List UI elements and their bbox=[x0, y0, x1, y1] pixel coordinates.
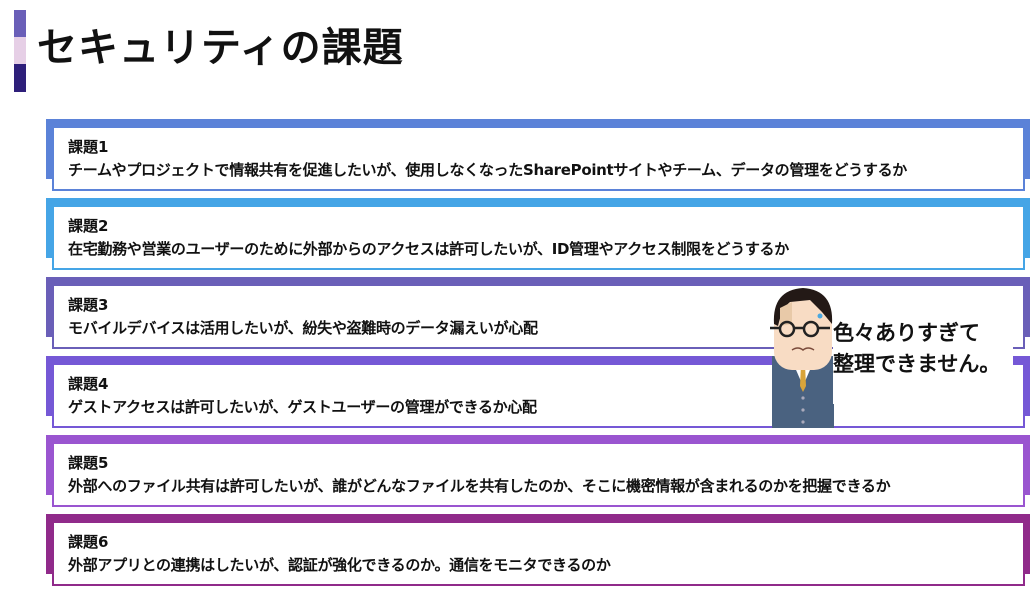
issue-label: 課題6 bbox=[68, 533, 109, 551]
issue-text: モバイルデバイスは活用したいが、紛失や盗難時のデータ漏えいが心配 bbox=[68, 319, 538, 337]
worried-businessman-illustration bbox=[770, 288, 834, 428]
speech-line-1: 色々ありすぎて bbox=[833, 321, 980, 345]
issue-text: チームやプロジェクトで情報共有を促進したいが、使用しなくなったSharePoin… bbox=[68, 161, 907, 179]
issue-label: 課題3 bbox=[68, 296, 109, 314]
issue-label: 課題1 bbox=[68, 138, 109, 156]
issue-card-body: 課題6 外部アプリとの連携はしたいが、認証が強化できるのか。通信をモニタできるのか bbox=[52, 521, 1025, 586]
title-accent-mid bbox=[14, 37, 26, 64]
issue-label: 課題5 bbox=[68, 454, 109, 472]
issue-text: 外部へのファイル共有は許可したいが、誰がどんなファイルを共有したのか、そこに機密… bbox=[68, 477, 891, 495]
speech-line-2: 整理できません。 bbox=[833, 352, 1001, 376]
issue-card-1: 課題1 チームやプロジェクトで情報共有を促進したいが、使用しなくなったShareP… bbox=[46, 119, 1030, 191]
issue-label: 課題4 bbox=[68, 375, 109, 393]
issue-card-6: 課題6 外部アプリとの連携はしたいが、認証が強化できるのか。通信をモニタできるのか bbox=[46, 514, 1030, 586]
speech-bubble: 色々ありすぎて 整理できません。 bbox=[833, 318, 1013, 404]
title-accent-bottom bbox=[14, 64, 26, 92]
issue-card-body: 課題2 在宅勤務や営業のユーザーのために外部からのアクセスは許可したいが、ID管理… bbox=[52, 205, 1025, 270]
page-title: セキュリティの課題 bbox=[37, 25, 404, 71]
title-accent-top bbox=[14, 10, 26, 37]
issue-card-2: 課題2 在宅勤務や営業のユーザーのために外部からのアクセスは許可したいが、ID管理… bbox=[46, 198, 1030, 270]
issue-card-body: 課題5 外部へのファイル共有は許可したいが、誰がどんなファイルを共有したのか、そこ… bbox=[52, 442, 1025, 507]
issue-card-body: 課題1 チームやプロジェクトで情報共有を促進したいが、使用しなくなったShareP… bbox=[52, 126, 1025, 191]
issue-card-5: 課題5 外部へのファイル共有は許可したいが、誰がどんなファイルを共有したのか、そこ… bbox=[46, 435, 1030, 507]
issue-text: 在宅勤務や営業のユーザーのために外部からのアクセスは許可したいが、ID管理やアク… bbox=[68, 240, 789, 258]
issue-label: 課題2 bbox=[68, 217, 109, 235]
issue-text: 外部アプリとの連携はしたいが、認証が強化できるのか。通信をモニタできるのか bbox=[68, 556, 611, 574]
issue-text: ゲストアクセスは許可したいが、ゲストユーザーの管理ができるか心配 bbox=[68, 398, 537, 416]
